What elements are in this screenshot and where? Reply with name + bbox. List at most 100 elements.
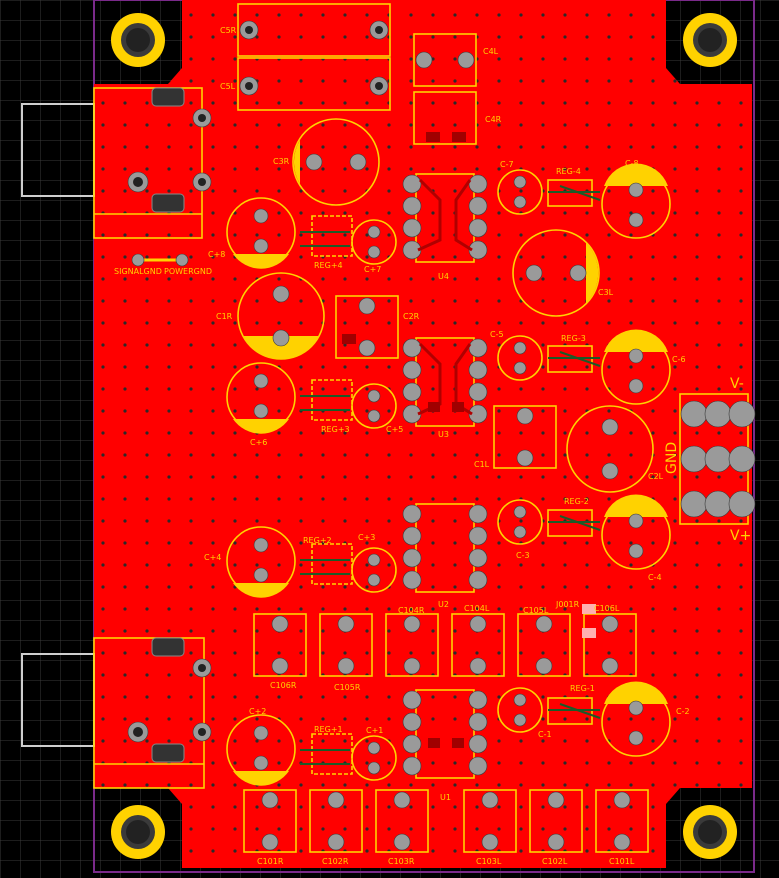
- opamp-u2: [402, 503, 488, 593]
- label-c104l: C104L: [464, 604, 490, 613]
- label-c5l: C5L: [220, 82, 236, 91]
- label-reg-4: REG-4: [556, 167, 581, 176]
- label-c-3: C-3: [516, 551, 530, 560]
- capacitor-c2l: [566, 405, 654, 493]
- capacitor-c+6: [226, 362, 296, 434]
- regulator-reg-3: [547, 345, 601, 373]
- capacitor-c5l: [237, 57, 391, 111]
- regulator-reg+2: [300, 543, 353, 585]
- opamp-u4: [402, 173, 488, 263]
- label-c4l: C4L: [483, 47, 499, 56]
- label-c105r: C105R: [334, 683, 361, 692]
- ground-jumper: [131, 253, 189, 267]
- capacitor-c1r: [237, 272, 325, 360]
- label-c2l: C2L: [648, 472, 664, 481]
- label-c103l: C103L: [476, 857, 502, 866]
- capacitor-c-8: [601, 163, 671, 239]
- capacitor-c+8: [226, 197, 296, 269]
- label-c101r: C101R: [257, 857, 284, 866]
- label-c104r: C104R: [398, 606, 425, 615]
- label-reg+4: REG+4: [314, 261, 343, 270]
- regulator-reg-1: [547, 697, 601, 725]
- capacitor-c103l: [463, 789, 517, 853]
- label-c+7: C+7: [364, 265, 381, 274]
- capacitor-c+7: [351, 219, 397, 265]
- label-reg+2: REG+2: [303, 536, 332, 545]
- label-c5r: C5R: [220, 26, 237, 35]
- label-c+2: C+2: [249, 707, 266, 716]
- label-u1: U1: [440, 793, 451, 802]
- mounting-hole-top-left: [111, 13, 165, 67]
- capacitor-c-4: [601, 494, 671, 570]
- label-reg+3: REG+3: [321, 425, 350, 434]
- label-c102l: C102L: [542, 857, 568, 866]
- capacitor-c105l: [517, 613, 571, 677]
- label-c-5: C-5: [490, 330, 504, 339]
- label-u3: U3: [438, 430, 449, 439]
- power-header: [679, 393, 756, 525]
- label-c102r: C102R: [322, 857, 349, 866]
- label-u4: U4: [438, 272, 449, 281]
- label-u2: U2: [438, 600, 449, 609]
- label-gnd: GND: [664, 442, 680, 474]
- label-c1l: C1L: [474, 460, 490, 469]
- capacitor-c104l: [451, 613, 505, 677]
- capacitor-c106l: [582, 604, 637, 677]
- label-v-plus: V+: [730, 528, 751, 544]
- label-c3l: C3L: [598, 288, 614, 297]
- label-reg-3: REG-3: [561, 334, 586, 343]
- capacitor-c+4: [226, 526, 296, 598]
- label-c+5: C+5: [386, 425, 403, 434]
- capacitor-c103r: [375, 789, 429, 853]
- label-c-4: C-4: [648, 573, 662, 582]
- capacitor-c-5: [497, 335, 543, 381]
- capacitor-c5r: [237, 3, 391, 57]
- label-c-8: C-8: [625, 159, 639, 168]
- capacitor-c104r: [385, 613, 439, 677]
- mounting-hole-bottom-left: [111, 805, 165, 859]
- capacitor-c-2: [601, 681, 671, 757]
- capacitor-c3l: [512, 229, 600, 317]
- label-c+3: C+3: [358, 533, 375, 542]
- capacitor-c3r: [292, 118, 380, 206]
- capacitor-c105r: [319, 613, 373, 677]
- label-c103r: C103R: [388, 857, 415, 866]
- opamp-u3: [402, 337, 488, 427]
- label-c4r: C4R: [485, 115, 502, 124]
- capacitor-c-3: [497, 499, 543, 545]
- capacitor-c+3: [351, 547, 397, 593]
- capacitor-c-1: [497, 687, 543, 733]
- label-c+4: C+4: [204, 553, 221, 562]
- capacitor-c102r: [309, 789, 363, 853]
- mounting-hole-top-right: [683, 13, 737, 67]
- label-c+1: C+1: [366, 726, 383, 735]
- input-jack-bottom: [21, 637, 212, 789]
- capacitor-c101r: [243, 789, 297, 853]
- regulator-reg-2: [547, 509, 601, 537]
- label-c106r: C106R: [270, 681, 297, 690]
- capacitor-c101l: [595, 789, 649, 853]
- capacitor-c4l: [413, 33, 477, 87]
- label-c106l: C106L: [594, 604, 620, 613]
- label-reg-2: REG-2: [564, 497, 589, 506]
- regulator-reg+3: [300, 379, 353, 421]
- capacitor-c+5: [351, 383, 397, 429]
- capacitor-c106r: [253, 613, 307, 677]
- label-c105l: C105L: [523, 606, 549, 615]
- regulator-reg+4: [300, 215, 353, 257]
- label-c1r: C1R: [216, 312, 233, 321]
- capacitor-c-7: [497, 169, 543, 215]
- label-c+6: C+6: [250, 438, 267, 447]
- capacitor-c+1: [351, 735, 397, 781]
- label-c-7: C-7: [500, 160, 514, 169]
- label-c101l: C101L: [609, 857, 635, 866]
- label-j001r: J001R: [555, 600, 580, 609]
- label-v-minus: V-: [730, 376, 744, 392]
- label-c-2: C-2: [676, 707, 690, 716]
- label-c-1: C-1: [538, 730, 552, 739]
- regulator-reg-4: [547, 179, 601, 207]
- label-reg-1: REG-1: [570, 684, 595, 693]
- label-c3r: C3R: [273, 157, 290, 166]
- capacitor-c+2: [226, 714, 296, 786]
- label-reg+1: REG+1: [314, 725, 343, 734]
